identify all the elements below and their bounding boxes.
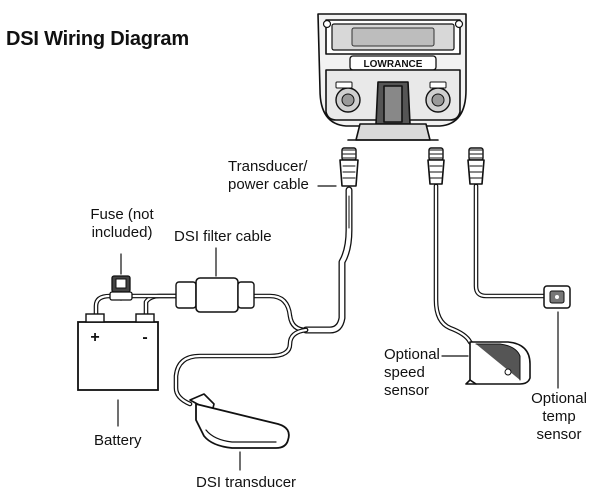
dsi-filter-cable-label: DSI filter cable (174, 228, 272, 245)
temp-sensor-cable (473, 183, 547, 299)
temp-sensor-label-line2: temp (542, 408, 576, 425)
fuse-label: Fuse (not included) (82, 206, 162, 242)
battery-plus-terminal: + (90, 329, 99, 346)
connector-icon (427, 147, 445, 185)
transducer-power-cable (302, 186, 353, 334)
temp-sensor-icon (543, 285, 571, 389)
fuse-label-line2: included) (91, 224, 153, 241)
battery-icon: + - (77, 313, 159, 427)
brand-text: LOWRANCE (364, 59, 423, 70)
diagram-title: DSI Wiring Diagram (6, 28, 189, 50)
transducer-power-cable-label: Transducer/ power cable (228, 158, 309, 194)
power-branch-cable (251, 293, 309, 333)
transducer-branch-cable (173, 327, 309, 407)
transducer-power-cable-label-line1: Transducer/ (228, 158, 308, 175)
speed-sensor-label-line1: Optional (384, 346, 440, 363)
filter-block-icon (175, 247, 255, 313)
temp-sensor-label-line1: Optional (531, 390, 587, 407)
temp-sensor-label-line3: sensor (536, 426, 582, 443)
battery-label: Battery (94, 432, 142, 449)
transducer-power-cable-label-line2: power cable (228, 176, 309, 193)
connector-icon (339, 147, 359, 187)
fuse-label-line1: Fuse (not (90, 206, 154, 223)
transducer-icon (189, 393, 290, 471)
dsi-transducer-label: DSI transducer (196, 474, 297, 491)
connector-icon (467, 147, 485, 185)
speed-sensor-cable (433, 183, 479, 351)
speed-sensor-label-line2: speed (384, 364, 425, 381)
battery-minus-terminal: - (142, 329, 147, 346)
temp-sensor-label: Optional temp sensor (524, 390, 594, 444)
display-unit-icon: LOWRANCE (317, 13, 467, 141)
speed-sensor-label: Optional speed sensor (384, 346, 440, 400)
speed-sensor-icon (441, 341, 531, 385)
fuse-holder-icon (109, 253, 133, 301)
speed-sensor-label-line3: sensor (384, 382, 430, 399)
